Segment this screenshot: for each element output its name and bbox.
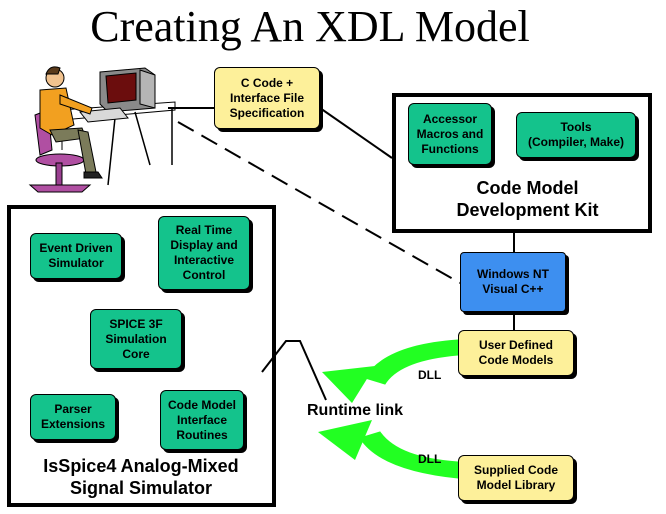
accessor-macros-box: Accessor Macros and Functions [408,103,492,165]
event-driven-simulator-box: Event Driven Simulator [30,233,122,279]
real-time-display-box: Real Time Display and Interactive Contro… [158,216,250,290]
user-defined-models-box: User Defined Code Models [458,330,574,376]
code-model-interface-box: Code Model Interface Routines [160,390,244,450]
isspice-frame [7,205,276,507]
code-model-dev-kit-label: Code Model Development Kit [456,178,599,220]
spice-core-box: SPICE 3F Simulation Core [90,309,182,369]
tools-box: Tools (Compiler, Make) [516,112,636,158]
page-title: Creating An XDL Model [90,2,530,51]
dll-label-bottom: DLL [418,452,442,466]
dll-arrow-bottom [318,420,459,479]
windows-nt-box: Windows NT Visual C++ [460,252,566,312]
code-model-dev-kit-frame [392,93,652,233]
runtime-link-label: Runtime link [307,402,404,419]
user-at-computer-illustration [28,66,176,193]
supplied-library-box: Supplied Code Model Library [458,455,574,501]
isspice-label: IsSpice4 Analog-Mixed Signal Simulator [43,456,239,498]
dll-label-top: DLL [418,368,442,382]
parser-extensions-box: Parser Extensions [30,394,116,440]
c-code-spec-box: C Code + Interface File Specification [214,67,320,129]
dll-arrow-top [322,339,459,403]
